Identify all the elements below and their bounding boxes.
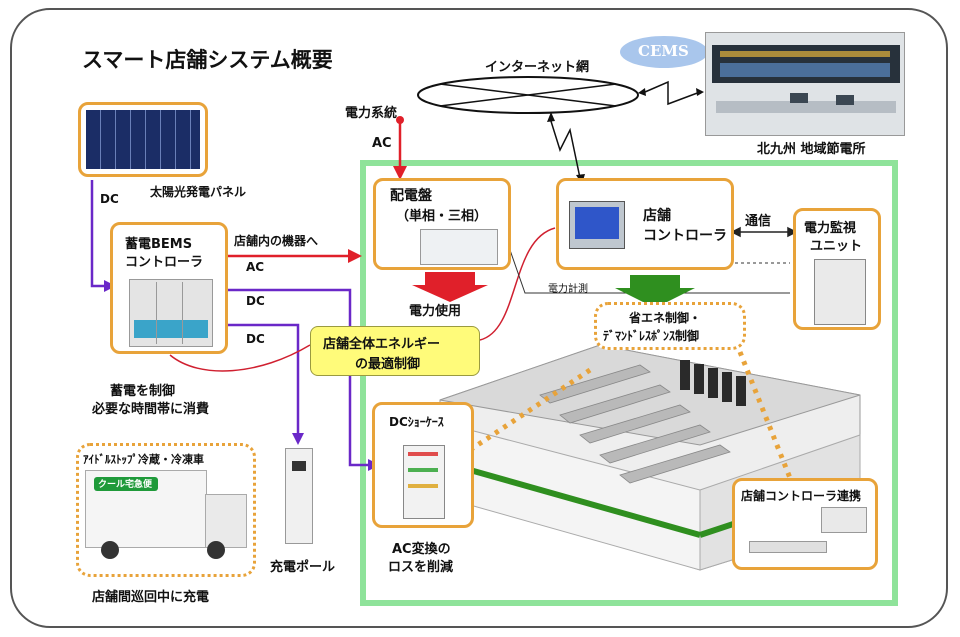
truck-caption: 店舗間巡回中に充電 [92,590,210,605]
optimal-line2: の最適制御 [355,357,421,372]
energy-control-box: 省エネ制御・ ﾃﾞﾏﾝﾄﾞﾚｽﾎﾟﾝｽ制御 [594,302,746,350]
bems-title: 蓄電BEMS [125,237,193,252]
comm-arrow [730,226,798,238]
grid-ac-arrow [393,116,407,180]
kitakyushu-label: 北九州 地域節電所 [757,142,866,157]
dc-showcase-box: DCｼｮｰｹｰｽ [372,402,474,528]
bems-controller-box: 蓄電BEMS コントローラ [110,222,228,354]
internet-label: インターネット網 [485,60,590,75]
ac-label: AC [246,260,265,274]
control-arrow [615,275,695,308]
charging-pole-icon [285,448,313,544]
truck-label: ｱｲﾄﾞﾙｽﾄｯﾌﾟ冷蔵・冷凍車 [83,453,204,466]
control-room-photo [705,32,905,136]
optimal-control-box: 店舗全体エネルギー の最適制御 [310,326,480,376]
distribution-panel-box: 配電盤 （単相・三相） [373,178,511,270]
dc-showcase-label: DCｼｮｰｹｰｽ [389,415,444,429]
solar-dc-label: DC [100,192,119,206]
energy-control-line2: ﾃﾞﾏﾝﾄﾞﾚｽﾎﾟﾝｽ制御 [603,329,700,343]
panel-device-icon [420,229,498,265]
dc-lines [90,180,372,467]
truck-wheel-icon [101,541,119,559]
energy-control-line1: 省エネ制御・ [629,311,702,325]
battery-cabinet-icon [129,279,213,347]
control-wires [169,227,556,372]
controller-device-icon [569,201,625,249]
showcase-icon [403,445,445,519]
truck-wheel-icon [207,541,225,559]
metering-line [509,249,790,294]
solar-label: 太陽光発電パネル [150,185,247,199]
bems-ac-arrow [228,249,362,263]
dc-label-1: DC [246,294,265,308]
monitor-device-icon [814,259,866,325]
grid-label: 電力系統 [345,106,398,121]
dotted-connectors [468,351,793,479]
metering-label: 電力計測 [548,284,588,295]
store-link-box: 店舗コントローラ連携 [732,478,878,570]
video-wall [712,45,900,83]
grid-ac-label: AC [372,136,392,151]
ceiling-ac-icon [821,507,867,533]
power-use-label: 電力使用 [409,304,462,319]
power-use-arrow [412,272,488,302]
storage-note-2: 必要な時間帯に消費 [92,402,210,417]
cems-label: CEMS [638,42,689,60]
panel-title: 配電盤 [390,188,432,204]
optimal-line1: 店舗全体エネルギー [323,337,441,352]
monitor-title: 電力監視 [804,221,857,236]
storage-note-1: 蓄電を制御 [110,384,176,399]
wireless-links [549,80,701,179]
truck-logo: クール宅急便 [98,480,153,490]
ac-loss-line2: ロスを削減 [388,560,454,575]
store-link-label: 店舗コントローラ連携 [741,489,862,503]
solar-panel-box [78,102,208,177]
cems-badge: CEMS [620,36,708,68]
internet-network [417,76,639,114]
panel-subtitle: （単相・三相） [396,209,488,224]
led-light-icon [749,541,827,553]
controller-title: 店舗 [643,208,671,224]
ac-loss-line1: AC変換の [392,542,451,557]
controller-subtitle: コントローラ [643,228,727,244]
bems-subtitle: コントローラ [125,255,204,270]
comm-label: 通信 [745,214,772,229]
monitor-subtitle: ユニット [810,239,863,254]
diagram-title: スマート店舗システム概要 [82,48,333,72]
solar-panel-icon [86,110,200,169]
charging-pole-label: 充電ポール [270,560,336,575]
truck-box: ｱｲﾄﾞﾙｽﾄｯﾌﾟ冷蔵・冷凍車 クール宅急便 [76,443,256,577]
store-controller-box: 店舗 コントローラ [556,178,734,270]
truck-body-icon: クール宅急便 [85,470,207,548]
truck-cab-icon [205,494,247,548]
dc-label-2: DC [246,332,265,346]
power-monitor-box: 電力監視 ユニット [793,208,881,330]
to-store-devices-label: 店舗内の機器へ [234,234,319,248]
